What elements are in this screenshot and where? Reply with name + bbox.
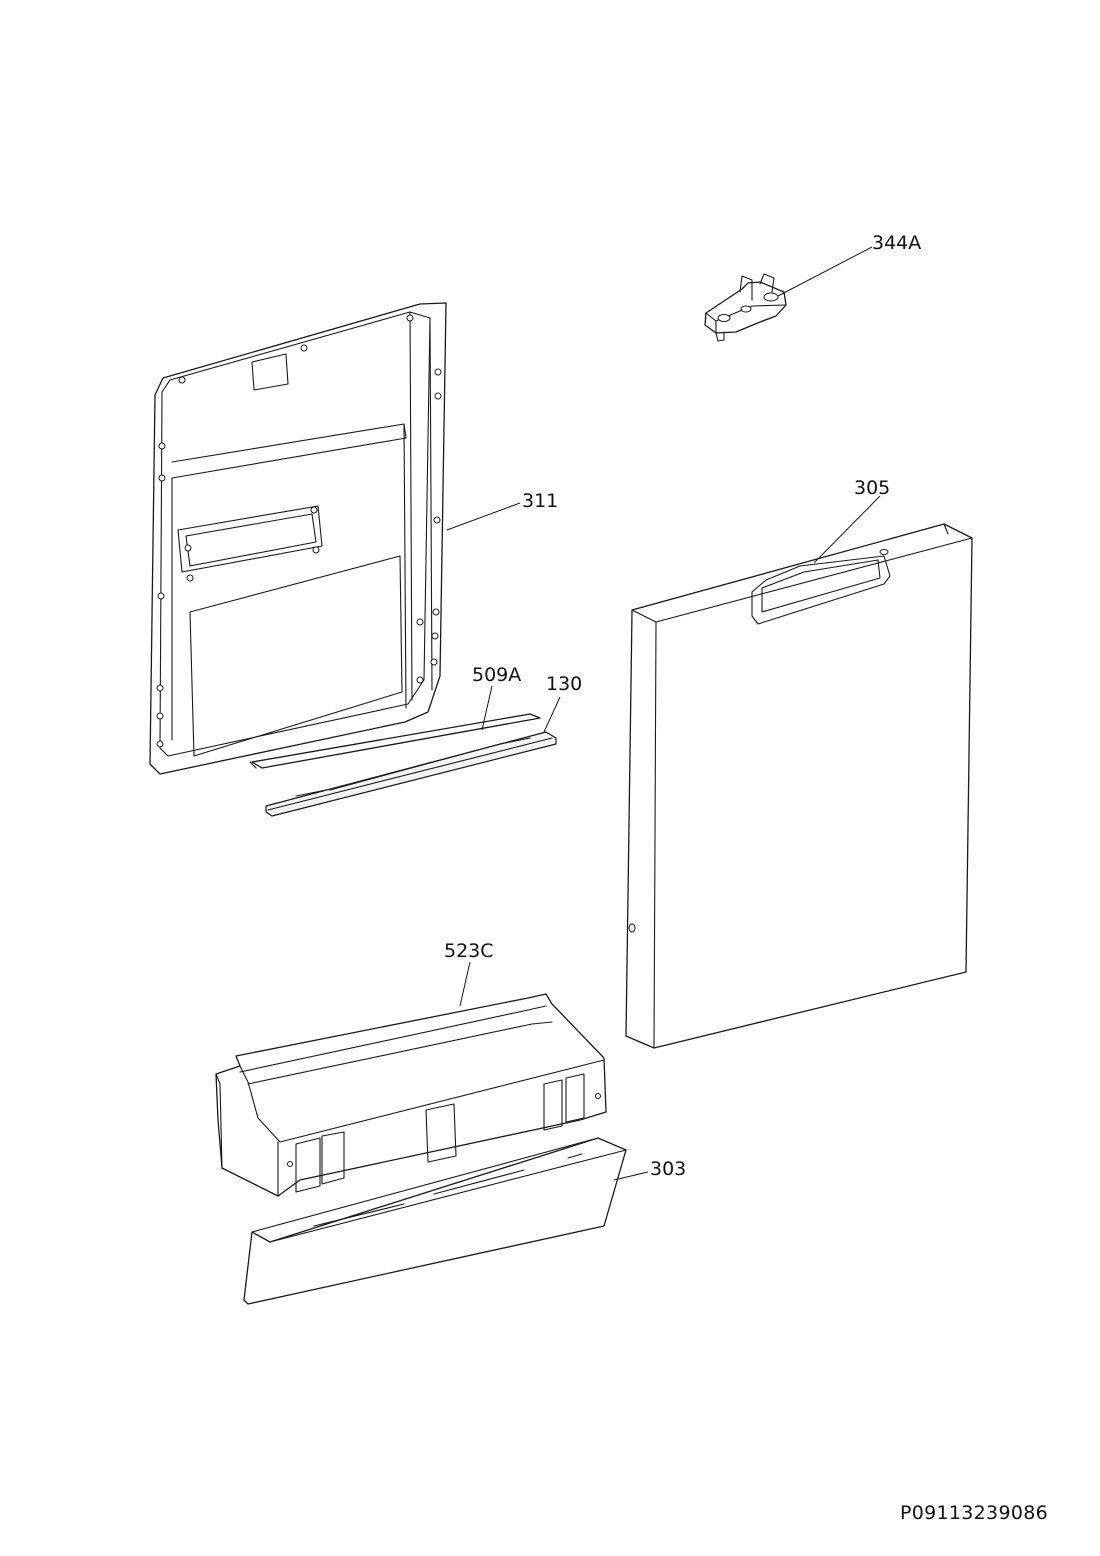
callout-130: 130	[546, 673, 582, 695]
part-509A-rod	[249, 713, 541, 769]
callout-303: 303	[650, 1158, 686, 1180]
callout-509A: 509A	[472, 664, 521, 686]
leader-311	[446, 502, 521, 531]
leader-303	[613, 1171, 649, 1181]
callout-311: 311	[522, 490, 558, 512]
leader-509A	[481, 685, 493, 731]
part-311-inner-door	[149, 302, 447, 775]
part-305-outer-door	[625, 523, 973, 1049]
leader-523C	[459, 961, 471, 1007]
part-523C-control-housing	[215, 993, 607, 1197]
callout-labels: 344A 311 305 509A 130 523C 303	[444, 232, 921, 1180]
part-130-seal-strip	[265, 731, 557, 817]
diagram-reference-code: P09113239086	[899, 1502, 1048, 1524]
leader-305	[813, 495, 881, 564]
leader-130	[543, 696, 561, 733]
callout-523C: 523C	[444, 940, 494, 962]
leader-lines	[446, 246, 881, 1181]
part-303-front-panel	[243, 1137, 627, 1305]
callout-344A: 344A	[872, 232, 921, 254]
leader-344A	[777, 246, 873, 297]
part-344A-bracket	[704, 273, 787, 342]
callout-305: 305	[854, 477, 890, 499]
